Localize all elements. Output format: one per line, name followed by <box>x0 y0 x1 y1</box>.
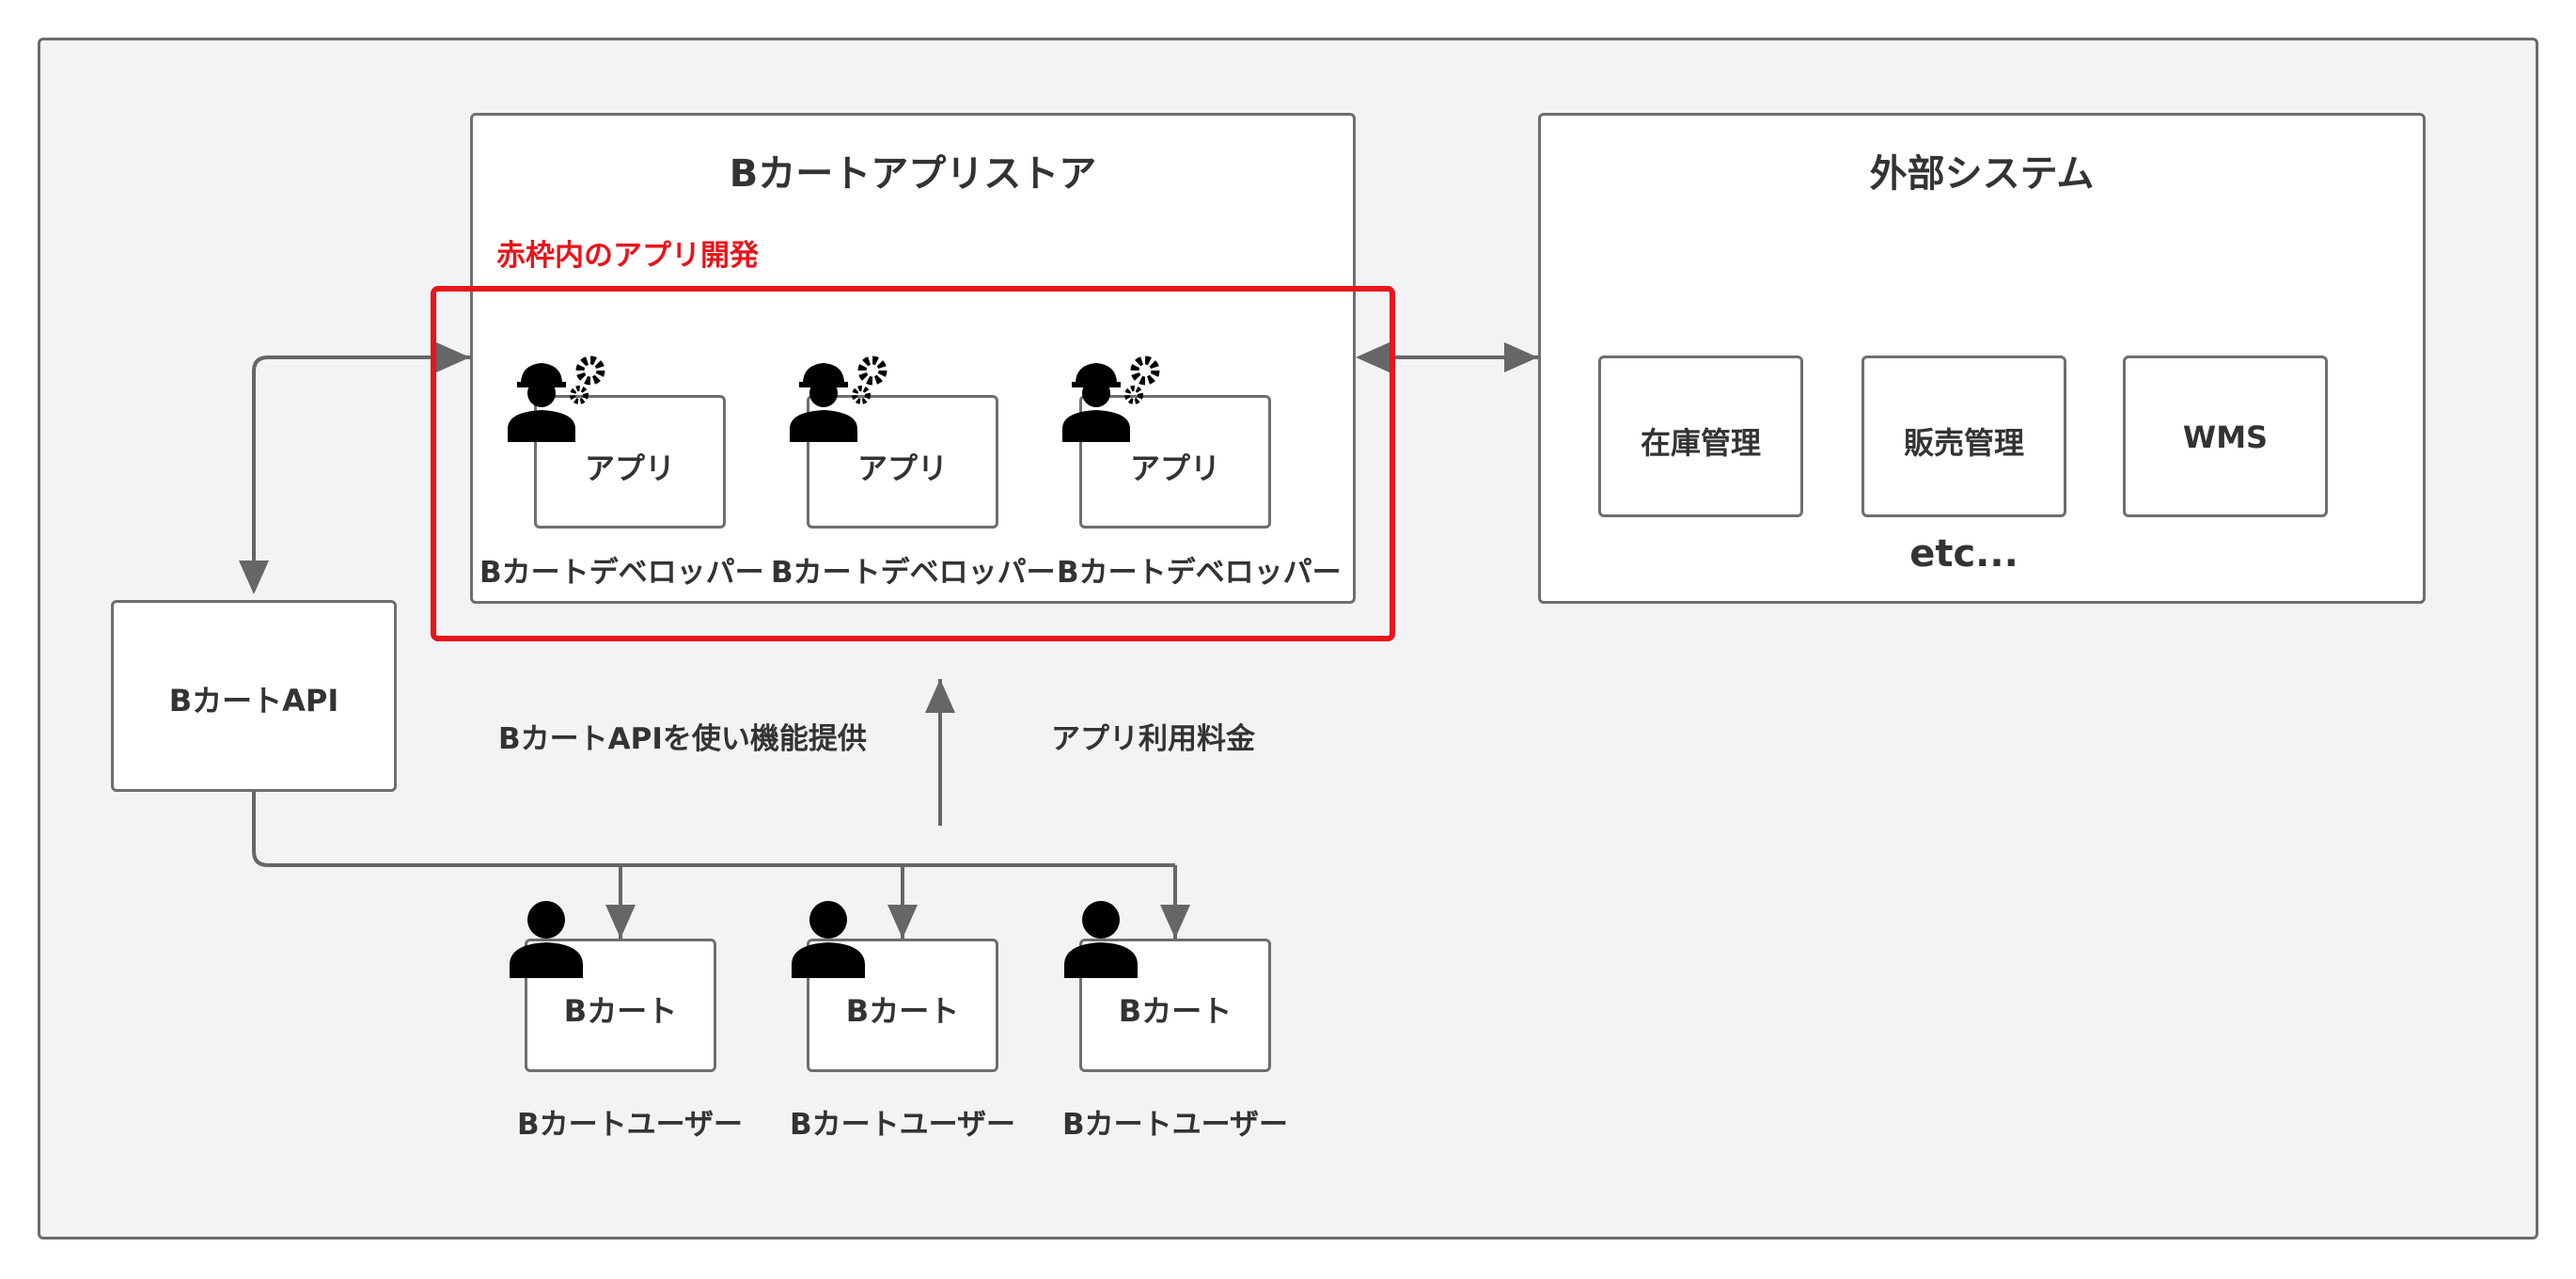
developer-caption-1: Bカートデベロッパー <box>479 556 764 590</box>
user-box-label-3: Bカート <box>1118 993 1233 1029</box>
developer-caption-3: Bカートデベロッパー <box>1057 556 1342 590</box>
user-caption-1: Bカートユーザー <box>516 1108 743 1142</box>
user-caption-2: Bカートユーザー <box>789 1108 1015 1142</box>
developer-icon <box>508 355 605 442</box>
api-usage-annotation: BカートAPIを使い機能提供 <box>498 722 867 756</box>
system-box-sales <box>1861 355 2066 517</box>
user-icon <box>1064 901 1138 978</box>
system-label-wms: WMS <box>2182 419 2269 455</box>
user-caption-3: Bカートユーザー <box>1061 1108 1288 1142</box>
app-label-2: アプリ <box>856 450 948 486</box>
bcart-api-label: BカートAPI <box>168 683 339 718</box>
external-systems-etc: etc... <box>1909 532 2018 576</box>
app-fee-annotation: アプリ利用料金 <box>1051 722 1255 756</box>
bcart-api-box <box>111 600 397 792</box>
user-icon <box>792 901 865 978</box>
app-store-title: Bカートアプリストア <box>729 152 1097 196</box>
developer-icon <box>1062 355 1160 442</box>
app-label-3: アプリ <box>1129 450 1220 486</box>
developer-icon <box>790 355 887 442</box>
system-label-inventory: 在庫管理 <box>1640 425 1761 461</box>
external-systems-title: 外部システム <box>1869 152 2095 196</box>
red-frame-note: 赤枠内のアプリ開発 <box>496 239 759 273</box>
user-icon <box>510 901 583 978</box>
system-label-sales: 販売管理 <box>1903 425 2024 461</box>
developer-caption-2: Bカートデベロッパー <box>771 556 1056 590</box>
user-box-label-1: Bカート <box>563 993 678 1029</box>
development-scope-frame <box>431 286 1395 641</box>
system-box-inventory <box>1598 355 1803 517</box>
app-label-1: アプリ <box>584 450 675 486</box>
user-box-label-2: Bカート <box>845 993 960 1029</box>
system-box-wms <box>2123 355 2328 517</box>
